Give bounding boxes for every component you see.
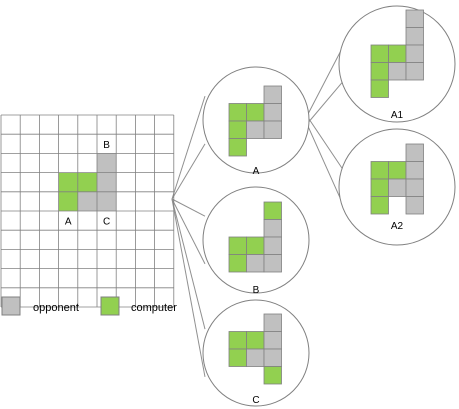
node-cell-opponent: [388, 62, 407, 81]
node-cell-opponent: [263, 85, 282, 104]
node-cell-opponent: [263, 254, 282, 273]
node-cell-opponent: [405, 9, 424, 28]
node-cell-computer: [388, 44, 407, 63]
node-label: C: [252, 395, 259, 406]
connector-to-a2: [306, 115, 344, 170]
connector-to-b: [171, 198, 206, 217]
node-cell-opponent: [405, 196, 424, 215]
board-cell-computer: [58, 191, 78, 211]
node-cell-opponent: [405, 62, 424, 81]
node-cell-computer: [228, 120, 247, 139]
node-label: A: [253, 166, 260, 177]
node-cell-computer: [246, 103, 265, 122]
node-cell-opponent: [263, 103, 282, 122]
node-cell-computer: [263, 366, 282, 385]
node-cell-computer: [370, 161, 389, 180]
node-a2: A2: [338, 128, 456, 246]
node-label: A1: [391, 110, 404, 121]
node-cell-opponent: [263, 236, 282, 255]
connector-to-a: [171, 95, 206, 200]
node-cell-computer: [370, 62, 389, 81]
board-label-c: C: [103, 217, 110, 228]
board-cell-computer: [77, 172, 97, 192]
node-cell-opponent: [246, 348, 265, 367]
node-cell-opponent: [246, 254, 265, 273]
connector-to-c: [171, 198, 206, 330]
node-label: A2: [391, 221, 404, 232]
node-cell-opponent: [263, 313, 282, 332]
node-cell-opponent: [263, 120, 282, 139]
node-cell-computer: [370, 196, 389, 215]
node-cell-computer: [228, 331, 247, 350]
board-cell-computer: [58, 172, 78, 192]
legend-opponent-swatch: [1, 296, 21, 316]
legend: opponent computer: [1, 296, 177, 316]
board-label-a: A: [65, 217, 72, 228]
node-cell-computer: [370, 178, 389, 197]
node-cell-opponent: [405, 27, 424, 46]
board-cell-opponent: [77, 191, 97, 211]
node-cell-opponent: [405, 143, 424, 162]
node-label: B: [253, 285, 260, 296]
node-cell-opponent: [405, 178, 424, 197]
board-cell-opponent: [97, 191, 117, 211]
legend-computer-swatch: [100, 296, 120, 316]
node-a: A: [202, 66, 310, 177]
node-cell-opponent: [263, 331, 282, 350]
node-cell-computer: [246, 331, 265, 350]
connector-to-a1: [306, 46, 344, 117]
board-label-b: B: [103, 140, 110, 151]
node-cell-computer: [228, 254, 247, 273]
node-cell-computer: [388, 161, 407, 180]
board-cell-opponent: [97, 153, 117, 173]
node-cell-computer: [228, 236, 247, 255]
connector-to-c: [171, 198, 206, 377]
node-b: B: [202, 186, 310, 296]
connector-to-a: [171, 143, 206, 200]
board-move-labels: B A C: [65, 140, 110, 228]
node-cell-computer: [370, 79, 389, 98]
node-cell-opponent: [388, 178, 407, 197]
board-cell-opponent: [97, 172, 117, 192]
node-cell-opponent: [246, 120, 265, 139]
node-c: C: [202, 299, 310, 407]
legend-opponent-label: opponent: [33, 302, 79, 314]
tree-connectors: [171, 46, 344, 377]
node-a1: A1: [338, 5, 456, 123]
node-cell-computer: [246, 236, 265, 255]
connector-to-b: [171, 198, 206, 265]
node-cell-computer: [263, 201, 282, 220]
node-cell-computer: [228, 138, 247, 157]
node-cell-computer: [370, 44, 389, 63]
game-board: [0, 114, 175, 308]
node-cell-computer: [228, 103, 247, 122]
node-cell-computer: [228, 348, 247, 367]
legend-computer-label: computer: [131, 302, 177, 314]
node-cell-opponent: [263, 348, 282, 367]
connector-to-a2: [306, 123, 344, 205]
node-cell-opponent: [405, 161, 424, 180]
connector-to-a1: [306, 81, 344, 125]
node-cell-opponent: [263, 219, 282, 238]
node-cell-opponent: [405, 44, 424, 63]
